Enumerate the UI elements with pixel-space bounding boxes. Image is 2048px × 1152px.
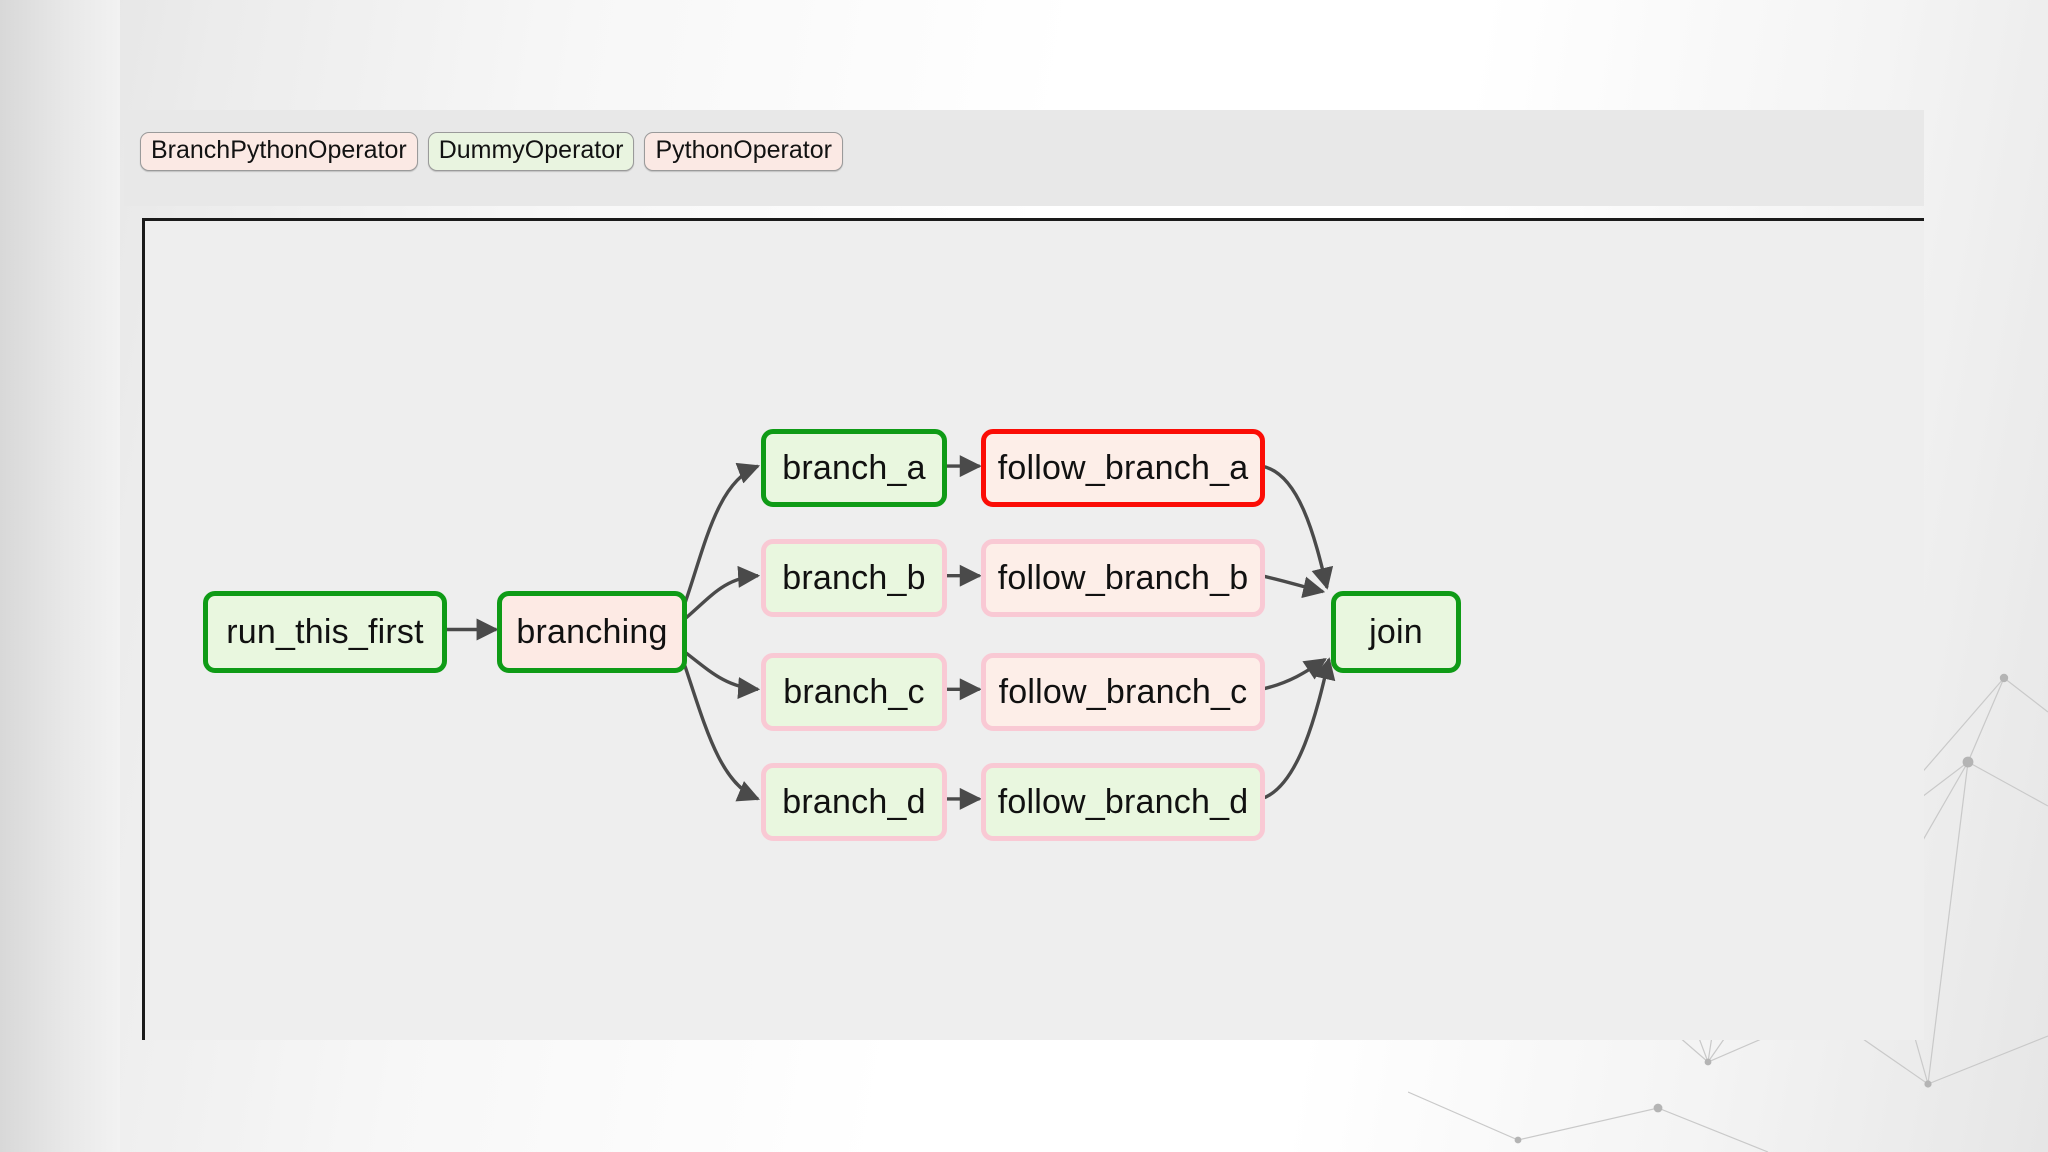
dag-node-label: run_this_first: [226, 612, 424, 651]
dag-graph-canvas[interactable]: run_this_first branching branch_a follow…: [142, 218, 1924, 1040]
legend-pill-pythonoperator[interactable]: PythonOperator: [644, 132, 843, 171]
operator-legend-list: BranchPythonOperator DummyOperator Pytho…: [140, 132, 843, 171]
dag-node-follow-branch-b[interactable]: follow_branch_b: [981, 539, 1265, 617]
dag-node-join[interactable]: join: [1331, 591, 1461, 673]
dag-node-branch-d[interactable]: branch_d: [761, 763, 947, 841]
dag-node-label: follow_branch_c: [998, 672, 1248, 711]
dag-node-branch-a[interactable]: branch_a: [761, 429, 947, 507]
dag-node-label: follow_branch_b: [997, 558, 1249, 597]
operator-legend-bar: BranchPythonOperator DummyOperator Pytho…: [124, 110, 1924, 206]
slide-background-left-band: [0, 0, 120, 1152]
dag-node-label: branch_c: [783, 672, 925, 711]
dag-node-branching[interactable]: branching: [497, 591, 687, 673]
legend-pill-branchpythonoperator[interactable]: BranchPythonOperator: [140, 132, 418, 171]
dag-node-label: branching: [516, 612, 668, 651]
dag-edges: [444, 455, 1336, 810]
dag-node-label: branch_d: [782, 782, 926, 821]
dag-node-label: follow_branch_d: [997, 782, 1249, 821]
dag-node-run-this-first[interactable]: run_this_first: [203, 591, 447, 673]
dag-node-follow-branch-c[interactable]: follow_branch_c: [981, 653, 1265, 731]
airflow-graph-panel: BranchPythonOperator DummyOperator Pytho…: [124, 110, 1924, 1040]
dag-node-follow-branch-d[interactable]: follow_branch_d: [981, 763, 1265, 841]
dag-node-label: join: [1369, 612, 1423, 651]
legend-pill-dummyoperator[interactable]: DummyOperator: [427, 132, 635, 171]
dag-node-branch-c[interactable]: branch_c: [761, 653, 947, 731]
dag-node-label: branch_a: [782, 448, 926, 487]
dag-node-label: follow_branch_a: [997, 448, 1249, 487]
dag-node-label: branch_b: [782, 558, 926, 597]
dag-node-follow-branch-a[interactable]: follow_branch_a: [981, 429, 1265, 507]
dag-node-branch-b[interactable]: branch_b: [761, 539, 947, 617]
